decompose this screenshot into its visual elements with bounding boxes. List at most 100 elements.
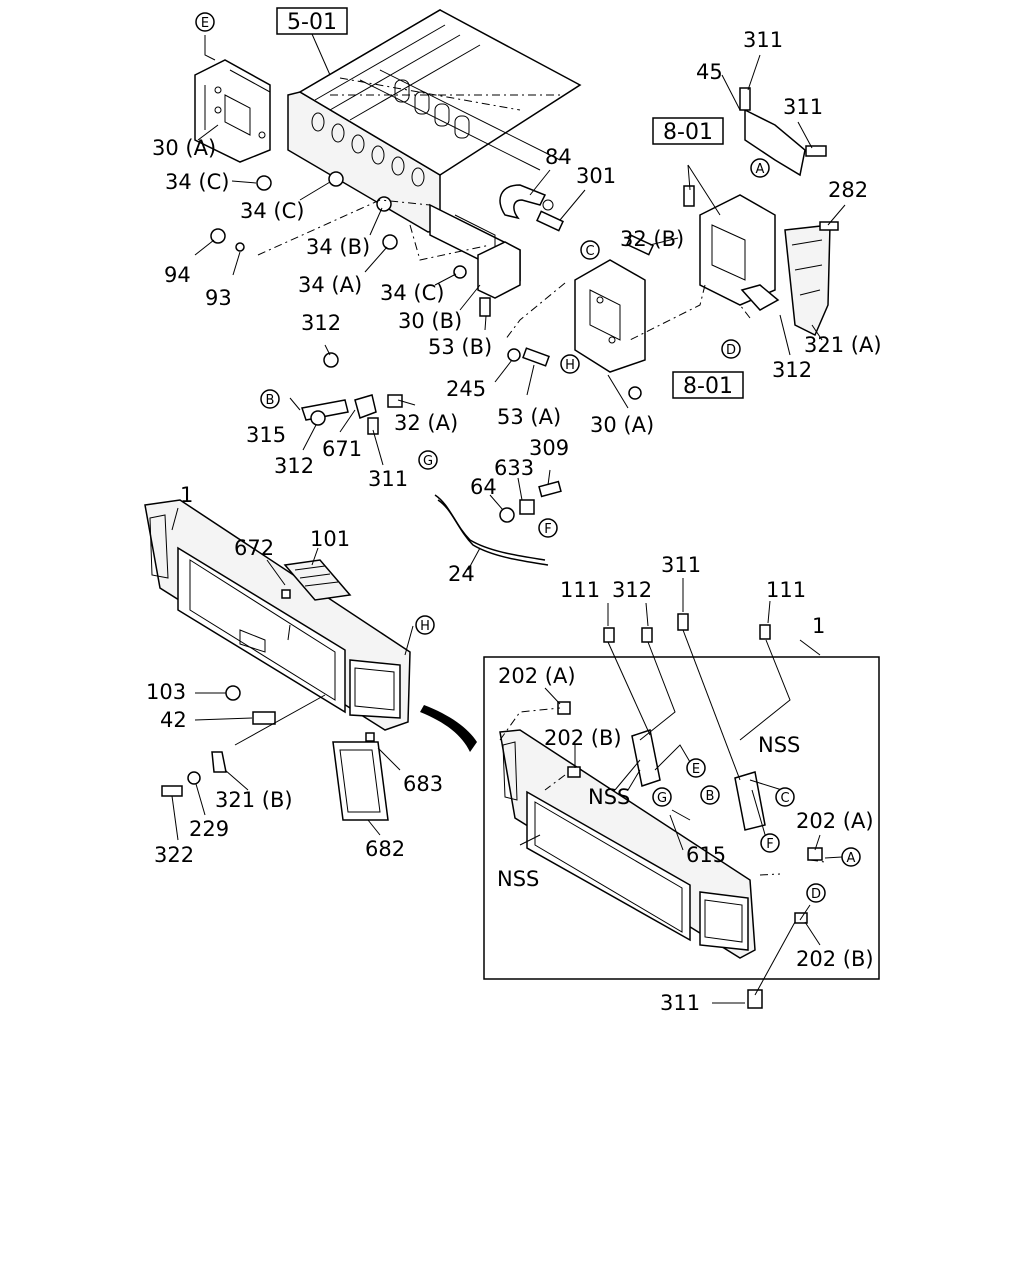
label-202b-a: 202 (B) <box>544 726 622 750</box>
marker-letter: G <box>657 791 667 806</box>
label-30a-top: 30 (A) <box>152 136 216 160</box>
marker-G-rod: G <box>418 450 438 470</box>
rod-24 <box>434 494 549 566</box>
marker-B-left: B <box>260 389 280 409</box>
marker-letter: D <box>726 343 736 358</box>
label-311-right: 311 <box>783 95 823 119</box>
marker-A-top: A <box>750 158 770 178</box>
inset-box <box>483 613 880 1009</box>
tow-hook-84 <box>499 184 554 220</box>
label-34a: 34 (A) <box>298 273 362 297</box>
marker-F-inset: F <box>760 833 780 853</box>
label-633: 633 <box>494 456 534 480</box>
marker-letter: H <box>565 358 575 373</box>
ref-box-text: 5-01 <box>287 10 337 35</box>
bracket-30a-mid <box>574 259 646 373</box>
lamp-bezel-682 <box>332 741 389 821</box>
label-nss-c: NSS <box>497 867 539 891</box>
ref-box-8-01-mid: 8-01 <box>672 371 744 399</box>
label-1-left: 1 <box>180 483 193 507</box>
marker-H-bracket: H <box>560 354 580 374</box>
label-111-b: 111 <box>766 578 806 602</box>
label-nss-b: NSS <box>758 733 800 757</box>
label-34c-1: 34 (C) <box>165 170 229 194</box>
label-103: 103 <box>146 680 186 704</box>
label-101: 101 <box>310 527 350 551</box>
label-94: 94 <box>164 263 191 287</box>
label-53b: 53 (B) <box>428 335 492 359</box>
label-45: 45 <box>696 60 723 84</box>
marker-letter: A <box>847 851 856 866</box>
label-321b: 321 (B) <box>215 788 293 812</box>
marker-letter: C <box>780 791 789 806</box>
label-245: 245 <box>446 377 486 401</box>
bracket-30b <box>477 241 521 299</box>
label-682: 682 <box>365 837 405 861</box>
ref-box-5-01: 5-01 <box>276 7 348 35</box>
label-311-top: 311 <box>743 28 783 52</box>
marker-letter: E <box>201 16 209 31</box>
label-1-inset: 1 <box>812 614 825 638</box>
label-34b: 34 (B) <box>306 235 370 259</box>
marker-letter: B <box>266 393 275 408</box>
label-311-mid: 311 <box>368 467 408 491</box>
label-93: 93 <box>205 286 232 310</box>
label-301: 301 <box>576 164 616 188</box>
marker-letter: E <box>692 762 700 777</box>
label-53a: 53 (A) <box>497 405 561 429</box>
marker-A-inset: A <box>841 847 861 867</box>
label-615: 615 <box>686 843 726 867</box>
label-309: 309 <box>529 436 569 460</box>
label-30b: 30 (B) <box>398 309 462 333</box>
mud-flap-321a <box>784 224 831 337</box>
ref-box-text: 8-01 <box>663 120 713 145</box>
label-672: 672 <box>234 536 274 560</box>
label-315: 315 <box>246 423 286 447</box>
label-322: 322 <box>154 843 194 867</box>
label-84: 84 <box>545 145 572 169</box>
label-311-c: 311 <box>661 553 701 577</box>
label-42: 42 <box>160 708 187 732</box>
fasteners <box>210 87 839 523</box>
grille-101 <box>283 559 352 601</box>
label-282: 282 <box>828 178 868 202</box>
marker-D-inset: D <box>806 883 826 903</box>
bracket-right <box>699 108 806 311</box>
label-64: 64 <box>470 475 497 499</box>
label-312-c: 312 <box>612 578 652 602</box>
part-labels: 30 (A) 34 (C) 34 (C) 34 (B) 94 93 34 (A)… <box>146 28 882 1015</box>
label-202b-b: 202 (B) <box>796 947 874 971</box>
marker-letter: A <box>756 162 765 177</box>
inset-arrow <box>420 705 477 752</box>
marker-letter: B <box>706 789 715 804</box>
marker-E-top: E <box>195 12 215 32</box>
marker-E-inset: E <box>686 758 706 778</box>
ref-box-8-01-top: 8-01 <box>652 117 724 145</box>
ref-box-text: 8-01 <box>683 374 733 399</box>
label-111-a: 111 <box>560 578 600 602</box>
label-683: 683 <box>403 772 443 796</box>
marker-C-inset: C <box>775 787 795 807</box>
marker-letter: G <box>423 454 433 469</box>
marker-letter: H <box>420 619 430 634</box>
label-321a: 321 (A) <box>804 333 882 357</box>
marker-D-right: D <box>721 339 741 359</box>
marker-G-inset: G <box>652 787 672 807</box>
label-229: 229 <box>189 817 229 841</box>
label-32b: 32 (B) <box>620 227 684 251</box>
marker-letter: F <box>544 522 551 537</box>
marker-letter: F <box>766 837 773 852</box>
marker-letter: C <box>585 244 594 259</box>
label-30a-mid: 30 (A) <box>590 413 654 437</box>
label-202a-a: 202 (A) <box>498 664 576 688</box>
label-671: 671 <box>322 437 362 461</box>
bracket-30a-top <box>194 59 271 163</box>
leader-lines <box>171 33 846 1004</box>
label-34c-3: 34 (C) <box>380 281 444 305</box>
label-32a: 32 (A) <box>394 411 458 435</box>
marker-H-bumper: H <box>415 615 435 635</box>
label-34c-2: 34 (C) <box>240 199 304 223</box>
label-nss-a: NSS <box>588 785 630 809</box>
